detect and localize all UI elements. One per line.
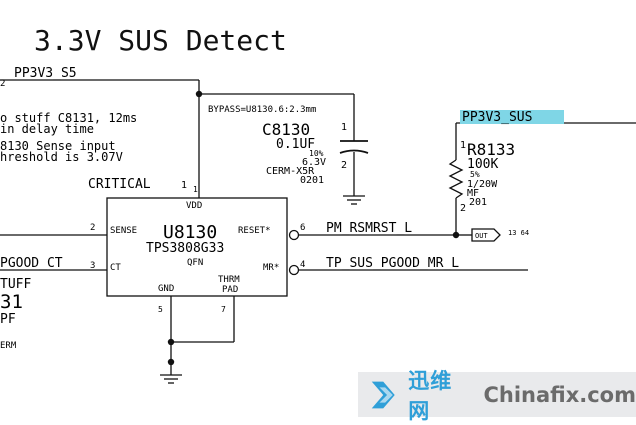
ic-pin-sense: SENSE — [110, 226, 137, 236]
cap-dielectric: CERM-X5R — [266, 166, 315, 177]
offpage-refs: 13 64 — [508, 229, 529, 237]
ic-refdes: U8130 — [163, 222, 217, 243]
ic-pin-num-mr: 4 — [300, 260, 305, 270]
cap-plate-bottom — [339, 149, 369, 154]
note-line-4: hreshold is 3.07V — [0, 150, 123, 164]
cap-tolerance: 10% — [309, 149, 324, 158]
ic-pin-num-reset: 6 — [300, 223, 305, 233]
cap-pin-1: 1 — [341, 122, 347, 133]
ic-pin-thrm: THRM — [218, 275, 240, 285]
ic-pin-num-vdd: 1 — [193, 185, 198, 194]
ic-pin-mr: MR* — [263, 263, 279, 273]
cap-pin-2: 2 — [341, 160, 347, 171]
cap-voltage: 6.3V — [302, 157, 326, 168]
ic-pin-ct: CT — [110, 263, 121, 273]
watermark-en: Chinafix.com — [483, 382, 636, 407]
critical-label: CRITICAL — [88, 177, 151, 192]
watermark: 迅维网 Chinafix.com — [358, 369, 636, 423]
note-31: 31 — [0, 291, 23, 313]
net-highlight — [460, 110, 564, 124]
res-refdes: R8133 — [467, 140, 515, 159]
note-erm: ERM — [0, 341, 17, 351]
ic-pin-pad: PAD — [222, 285, 238, 295]
note-line-2: in delay time — [0, 122, 94, 136]
res-type: MF — [467, 188, 479, 199]
note-stuff: TUFF — [0, 277, 31, 292]
res-tolerance: 5% — [470, 170, 480, 179]
res-size: 201 — [469, 197, 487, 208]
cap-size: 0201 — [300, 175, 324, 186]
offpage-label: OUT — [475, 232, 488, 240]
page-title: 3.3V SUS Detect — [34, 24, 287, 57]
chinafix-logo-icon — [371, 381, 395, 408]
critical-pin: 1 — [181, 180, 187, 191]
res-pin-1: 1 — [460, 140, 466, 151]
net-label-reset-out: PM_RSMRST_L — [326, 221, 412, 236]
note-line-3: 8130 Sense input — [0, 139, 116, 153]
ic-pin-vdd: VDD — [186, 201, 202, 211]
ic-pin-gnd: GND — [158, 284, 174, 294]
resistor-body — [448, 159, 464, 199]
cap-bypass-label: BYPASS=U8130.6:2.3mm — [208, 105, 316, 115]
watermark-cn: 迅维网 — [408, 368, 453, 423]
res-value: 100K — [467, 157, 498, 172]
reset-inversion-bubble — [288, 229, 300, 241]
ic-pin-reset: RESET* — [238, 226, 271, 236]
net-label-mr-in: TP_SUS_PGOOD_MR_L — [326, 256, 459, 271]
mr-inversion-bubble — [288, 264, 300, 276]
offpage-out-connector — [471, 228, 501, 242]
res-pin-2: 2 — [460, 203, 466, 214]
ic-part-number: TPS3808G33 — [146, 241, 224, 256]
ic-package: QFN — [187, 258, 203, 268]
ic-pin-num-sense: 2 — [90, 223, 95, 233]
ic-body — [106, 197, 288, 297]
net-label-pp3v3-sus: PP3V3_SUS — [462, 110, 532, 125]
ic-pin-num-thrm: 7 — [221, 305, 226, 314]
note-line-1: o stuff C8131, 12ms — [0, 111, 137, 125]
net-label-pgood-ct: PGOOD_CT — [0, 256, 63, 271]
ic-pin-num-ct: 3 — [90, 261, 95, 271]
ic-pin-num-gnd: 5 — [158, 305, 163, 314]
note-pf: PF — [0, 312, 16, 327]
net-label-pp3v3-s5: PP3V3_S5 — [14, 66, 77, 81]
cap-refdes: C8130 — [262, 120, 310, 139]
cap-value: 0.1UF — [276, 137, 315, 152]
pin-number-top-left: 2 — [0, 79, 5, 89]
res-power: 1/20W — [467, 179, 498, 190]
